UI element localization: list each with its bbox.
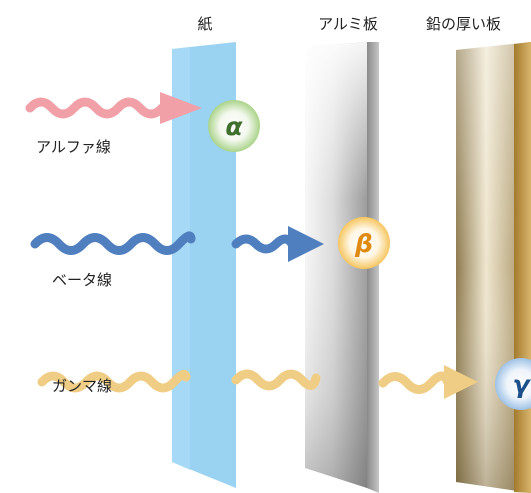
lead-plate bbox=[456, 42, 531, 493]
alpha-arrowhead bbox=[160, 92, 202, 124]
gamma-ray bbox=[37, 365, 478, 399]
paper-label: 紙 bbox=[197, 15, 212, 33]
alpha-label: アルファ線 bbox=[36, 138, 111, 156]
alpha-wave bbox=[25, 97, 167, 119]
beta-arrowhead bbox=[288, 226, 324, 262]
alpha-symbol: α bbox=[225, 112, 243, 141]
gamma-symbol: γ bbox=[512, 370, 531, 399]
aluminum-plate bbox=[305, 42, 379, 493]
alpha-badge: α bbox=[208, 100, 260, 152]
beta-ray bbox=[30, 226, 324, 262]
gamma-badge: γ bbox=[495, 358, 531, 410]
gamma-arrowhead bbox=[444, 365, 478, 399]
gamma-label: ガンマ線 bbox=[52, 377, 112, 395]
beta-symbol: β bbox=[354, 229, 373, 258]
beta-badge: β bbox=[338, 217, 390, 269]
lead-label: 鉛の厚い板 bbox=[426, 15, 501, 33]
alpha-ray bbox=[25, 92, 202, 124]
aluminum-label: アルミ板 bbox=[318, 15, 378, 33]
gamma-wave-middle bbox=[231, 369, 321, 391]
gamma-wave-left bbox=[37, 370, 191, 393]
beta-wave-right bbox=[231, 234, 297, 254]
beta-label: ベータ線 bbox=[52, 271, 112, 289]
gamma-wave-right bbox=[378, 371, 452, 394]
beta-wave-left bbox=[30, 231, 196, 255]
